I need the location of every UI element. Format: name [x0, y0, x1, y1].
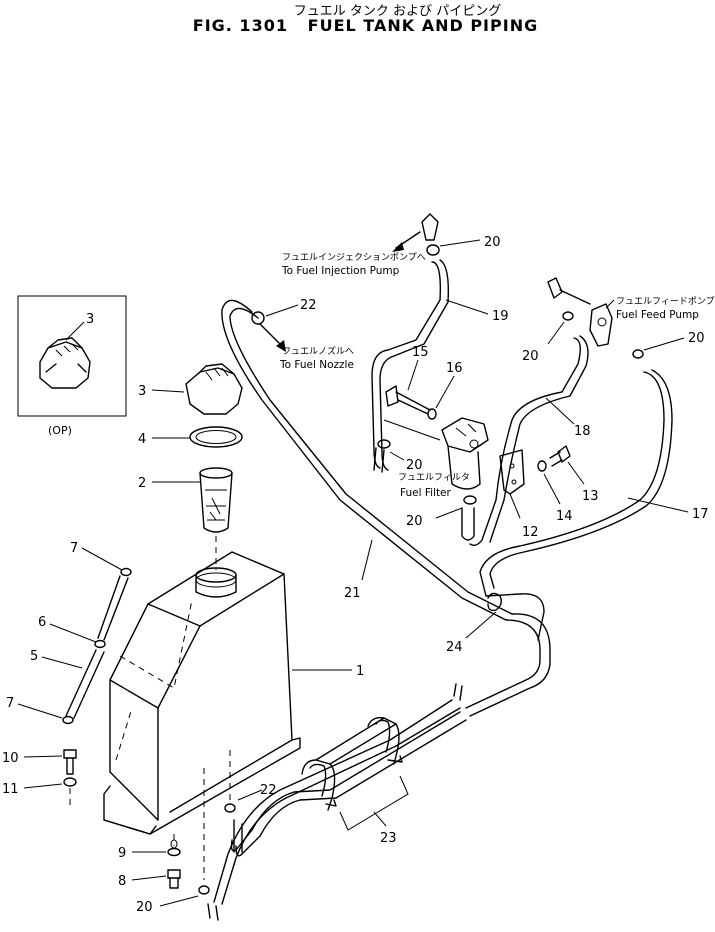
callout-16: 16	[446, 361, 463, 376]
callout-7-top: 7	[70, 541, 78, 556]
clamp-22-bottom	[224, 803, 236, 813]
hose-17	[207, 369, 673, 921]
nozzle-label: To Fuel Nozzle	[279, 359, 354, 371]
fuel-filter-label: Fuel Filter	[400, 487, 452, 499]
washer-11-part	[63, 777, 77, 787]
drain-plug-part	[167, 869, 181, 889]
gasket-part	[189, 426, 243, 448]
optional-cap-inset: 3 (OP)	[17, 295, 127, 437]
washer-9-part	[167, 847, 181, 857]
level-hose	[62, 567, 132, 725]
callout-3-op: 3	[86, 312, 94, 327]
hose-18	[469, 335, 589, 547]
bolt-13-part	[549, 445, 571, 467]
injection-fitting	[421, 213, 439, 241]
clamp-20-hose18	[562, 311, 574, 321]
callout-5: 5	[30, 649, 38, 664]
clamp-24-part	[487, 592, 503, 612]
figure-title: FIG. 1301 FUEL TANK AND PIPING	[192, 16, 539, 35]
callout-1: 1	[356, 664, 364, 679]
nozzle-label-jp: フュエルノズルへ	[282, 345, 354, 357]
clamp-20-feed	[632, 349, 644, 359]
feed-pump-part	[547, 277, 613, 347]
hose-19	[371, 259, 450, 473]
injection-pump-label: To Fuel Injection Pump	[281, 265, 400, 277]
callout-20-bottom: 20	[136, 900, 153, 915]
feed-pump-label: Fuel Feed Pump	[616, 309, 699, 321]
optional-label: (OP)	[48, 424, 72, 437]
washer-16-part	[427, 408, 437, 420]
callout-10: 10	[2, 751, 19, 766]
callout-20-filter-left: 20	[406, 458, 423, 473]
hose-21	[221, 299, 551, 857]
clamp-20-top	[426, 244, 440, 256]
callout-22-top: 22	[300, 298, 317, 313]
feed-pump-label-jp: フュエルフィードポンプ	[616, 296, 715, 307]
clamp-bracket-23-part	[301, 716, 403, 811]
callout-12: 12	[522, 525, 539, 540]
callout-11: 11	[2, 782, 19, 797]
callout-22-bottom: 22	[260, 783, 277, 798]
callout-20-filter-bottom: 20	[406, 514, 423, 529]
callout-3: 3	[138, 384, 146, 399]
callout-13: 13	[582, 489, 599, 504]
callout-23: 23	[380, 831, 397, 846]
callout-20-hose18: 20	[522, 349, 539, 364]
callout-8: 8	[118, 874, 126, 889]
callout-7-bottom: 7	[6, 696, 14, 711]
fuel-cap-part	[185, 363, 243, 415]
callout-15: 15	[412, 345, 429, 360]
strainer-part	[199, 467, 233, 533]
callout-9: 9	[118, 846, 126, 861]
clamp-22-top	[251, 311, 265, 325]
callout-18: 18	[574, 424, 591, 439]
callout-4: 4	[138, 432, 146, 447]
callout-21: 21	[344, 586, 361, 601]
callout-2: 2	[138, 476, 146, 491]
callout-6: 6	[38, 615, 46, 630]
fuel-filter-part	[441, 417, 489, 490]
callout-17: 17	[692, 507, 709, 522]
callout-19: 19	[492, 309, 509, 324]
callout-20-feed: 20	[688, 331, 705, 346]
callout-20-top: 20	[484, 235, 501, 250]
injection-pump-label-jp: フュエルインジェクションポンプへ	[282, 252, 426, 263]
washer-14-part	[537, 460, 547, 472]
fuel-filter-label-jp: フュエルフィルタ	[398, 472, 470, 483]
clamp-20-filter-left	[377, 439, 391, 449]
callout-14: 14	[556, 509, 573, 524]
optional-cap-drawing	[39, 337, 91, 389]
clamp-20-bottom	[198, 885, 210, 895]
bolt-10-part	[63, 749, 77, 775]
callout-24: 24	[446, 640, 463, 655]
fuel-tank	[103, 551, 301, 849]
figure-title-japanese: フュエル タンク および パイピング	[293, 4, 502, 19]
bolt-15-part	[385, 385, 431, 415]
clamp-20-filter-bottom	[463, 495, 477, 505]
